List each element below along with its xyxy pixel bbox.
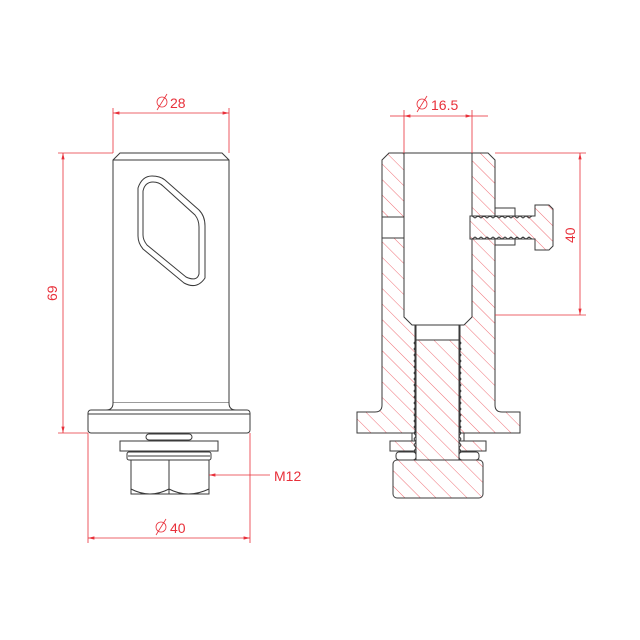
fillet bbox=[105, 402, 237, 411]
dimension-bore-depth: 40 bbox=[495, 152, 586, 316]
nut-collar-right bbox=[458, 451, 480, 461]
dimension-bore-diameter: 16.5 bbox=[390, 95, 488, 153]
dimension-label: 40 bbox=[562, 227, 578, 243]
groove bbox=[145, 433, 193, 441]
thread-left bbox=[413, 339, 417, 467]
diameter-symbol-icon bbox=[155, 518, 167, 536]
dimension-label: 40 bbox=[170, 520, 186, 536]
body bbox=[112, 152, 230, 404]
dimension-thread: M12 bbox=[209, 468, 301, 484]
dimension-base-diameter: 40 bbox=[87, 433, 251, 543]
dimension-top-diameter: 28 bbox=[112, 93, 230, 153]
dimension-label: 16.5 bbox=[431, 97, 458, 113]
front-view bbox=[87, 152, 251, 495]
side-hole bbox=[381, 216, 405, 239]
washer bbox=[119, 440, 219, 452]
stud-section bbox=[415, 339, 460, 461]
thread-relief bbox=[415, 324, 460, 341]
section-view bbox=[356, 152, 554, 499]
base-flange bbox=[87, 409, 251, 434]
dimension-height: 69 bbox=[44, 152, 113, 434]
dimension-label: M12 bbox=[274, 468, 301, 484]
diameter-symbol-icon bbox=[156, 93, 168, 111]
dimension-label: 28 bbox=[170, 95, 186, 111]
bore bbox=[403, 152, 473, 326]
hex-nut bbox=[130, 459, 210, 495]
thread-right bbox=[458, 339, 462, 464]
slot bbox=[137, 175, 206, 287]
diameter-symbol-icon bbox=[416, 95, 428, 113]
dimension-label: 69 bbox=[44, 285, 60, 301]
nut-collar-left bbox=[395, 451, 417, 461]
bottom-nut-section bbox=[392, 459, 484, 499]
